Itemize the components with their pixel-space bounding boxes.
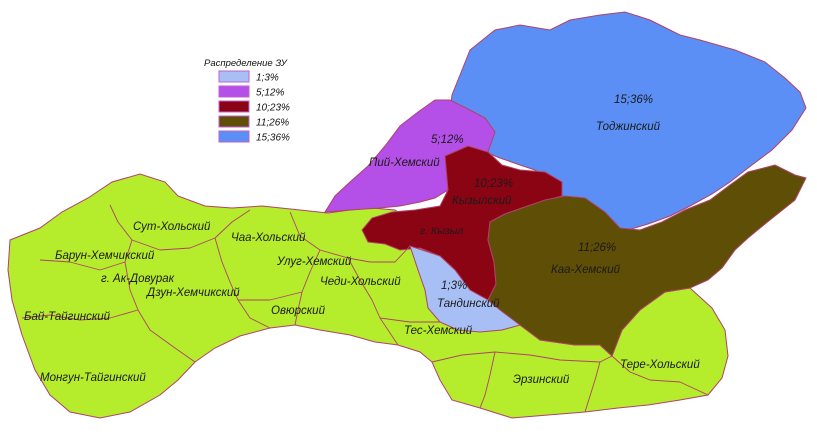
label-mongun-taiginsky: Монгун-Тайгинский [40, 372, 146, 384]
legend-label: 5;12% [256, 88, 284, 99]
legend-label: 11;26% [256, 118, 289, 129]
legend-swatch [218, 70, 250, 83]
legend-items: 1;3% 5;12% 10;23% 11;26% 15;36% [218, 70, 290, 144]
value-piy-khemsky: 5;12% [431, 134, 464, 146]
label-dzun-khemchiksky: Дзун-Хемчикский [145, 287, 240, 299]
label-ulug-khemsky: Улуг-Хемский [276, 256, 352, 268]
label-tes-khemsky: Тес-Хемский [404, 325, 473, 337]
legend-swatch [218, 130, 250, 143]
label-chaa-kholsky: Чаа-Хольский [231, 232, 306, 244]
label-sut-kholsky: Сут-Хольский [133, 221, 211, 233]
value-todzhinsky: 15;36% [614, 94, 653, 106]
legend-swatch [218, 100, 250, 113]
label-tere-kholsky: Тере-Хольский [620, 359, 700, 371]
label-chedi-kholsky: Чеди-Хольский [320, 276, 401, 288]
label-ak-dovurak: г. Ак-Довурак [101, 273, 175, 285]
legend: Распределение ЗУ 1;3% 5;12% 10;23% 11;26% 15… [204, 58, 290, 144]
label-piy-khemsky: Пий-Хемский [369, 157, 440, 169]
legend-swatch [218, 85, 250, 98]
legend-label: 15;36% [256, 133, 290, 144]
value-tandinsky: 1;3% [441, 280, 467, 292]
label-ovyursky: Овюрский [271, 305, 326, 317]
value-kaa-khemsky: 11;26% [578, 242, 616, 254]
value-kyzylsky: 10;23% [474, 178, 513, 190]
label-kyzylsky: Кызылский [452, 195, 512, 207]
legend-swatch [218, 115, 250, 128]
legend-label: 10;23% [256, 103, 290, 114]
legend-title: Распределение ЗУ [204, 58, 288, 69]
legend-label: 1;3% [256, 73, 279, 84]
label-kaa-khemsky: Каа-Хемский [551, 264, 621, 276]
district-borders [21, 204, 709, 413]
region-piy-khemsky [324, 99, 496, 213]
label-bai-taiginsky: Бай-Тайгинский [24, 311, 111, 323]
label-erzinsky: Эрзинский [513, 374, 570, 386]
label-kyzyl-city: г. Кызыл [420, 225, 464, 237]
label-tandinsky: Тандинский [437, 298, 500, 310]
region-tandinsky [409, 245, 522, 333]
label-todzhinsky: Тоджинский [596, 121, 661, 133]
label-barun-khemchiksky: Барун-Хемчикский [55, 250, 155, 262]
